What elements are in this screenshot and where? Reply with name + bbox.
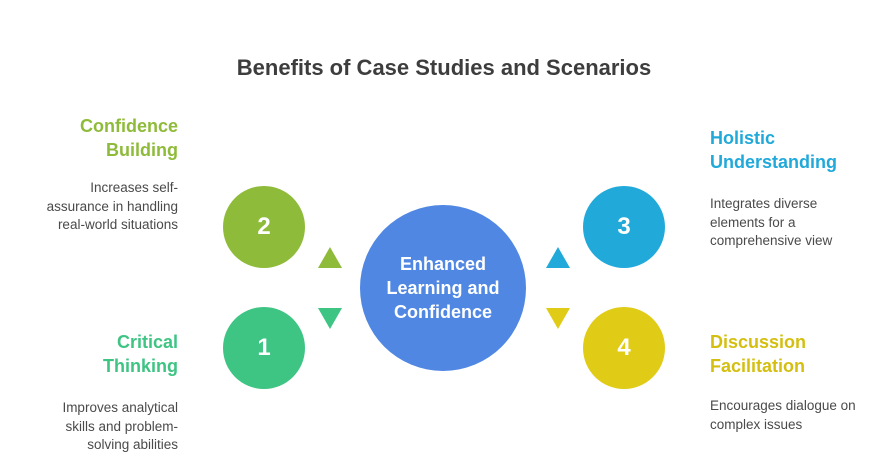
arrow-up-icon [318, 247, 342, 268]
circle-2: 2 [223, 186, 305, 268]
arrow-up-icon [546, 247, 570, 268]
circle-1: 1 [223, 307, 305, 389]
circle-3: 3 [583, 186, 665, 268]
center-label: Enhanced Learning and Confidence [386, 254, 500, 322]
diagram-title: Benefits of Case Studies and Scenarios [236, 55, 652, 80]
circle-4: 4 [583, 307, 665, 389]
arrow-down-icon [318, 308, 342, 329]
heading-3: Holistic Understanding [710, 128, 838, 172]
center-circle: Enhanced Learning and Confidence [360, 205, 526, 371]
description-3: Integrates diverse elements for a compre… [710, 196, 833, 248]
description-4: Encourages dialogue on complex issues [710, 398, 856, 432]
description-2: Increases self-assurance in handling rea… [46, 180, 178, 232]
description-1: Improves analytical skills and problem-s… [62, 400, 178, 452]
heading-1: Critical Thinking [103, 332, 178, 376]
heading-2: Confidence Building [79, 116, 178, 160]
arrow-down-icon [546, 308, 570, 329]
heading-4: Discussion Facilitation [710, 332, 807, 376]
